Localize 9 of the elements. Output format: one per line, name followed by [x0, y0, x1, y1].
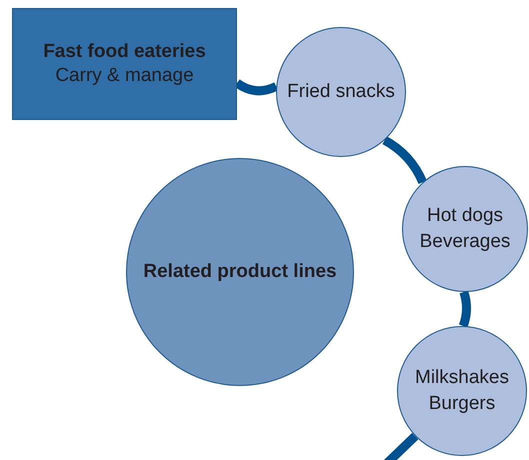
- connector-line: [458, 290, 472, 328]
- circle-label: Hot dogs Beverages: [418, 204, 512, 254]
- circle-label: Fried snacks: [287, 80, 395, 104]
- connector-line: [382, 136, 427, 184]
- circle-label: Related product lines: [143, 260, 337, 284]
- circle-label: Milkshakes Burgers: [414, 366, 510, 416]
- box-subtitle: Carry & manage: [55, 65, 194, 87]
- category-box: [12, 8, 237, 120]
- box-title: Fast food eateries: [43, 41, 206, 63]
